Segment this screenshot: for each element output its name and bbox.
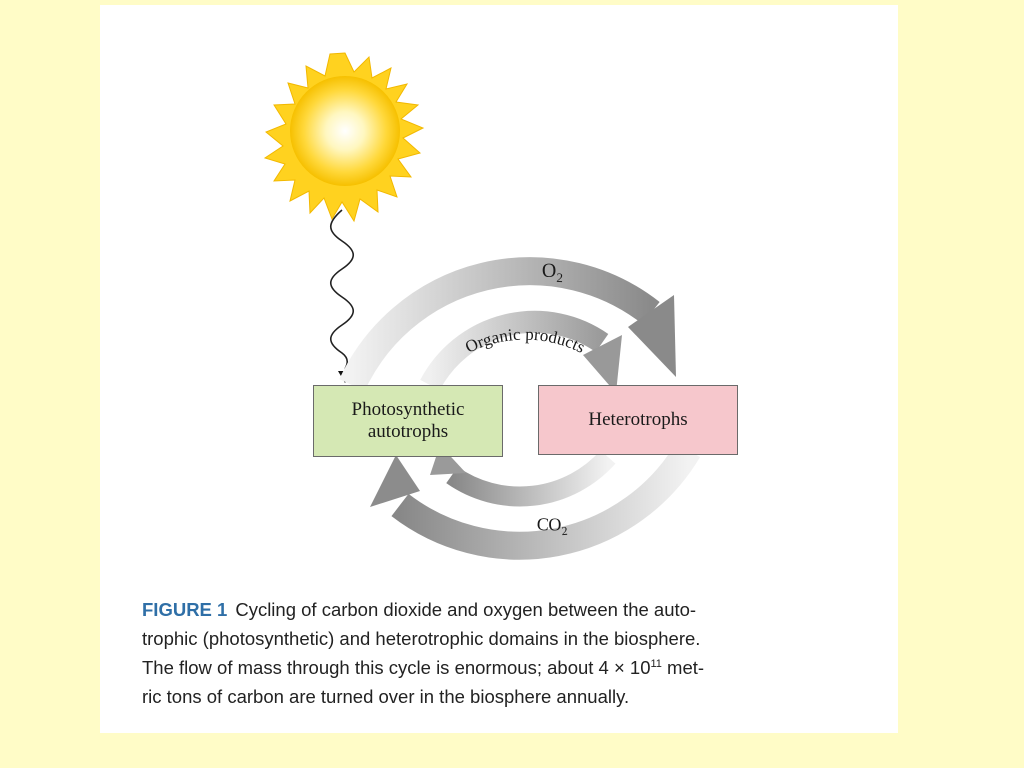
organic-products-flow-arrow: Organic products	[420, 310, 622, 393]
oxygen-flow-arrow: O2	[339, 257, 676, 391]
autotrophs-box: Photosynthetic autotrophs	[313, 385, 503, 457]
cycle-diagram: O2 Organic products CO	[263, 52, 701, 560]
svg-text:CO2: CO2	[536, 514, 568, 538]
autotrophs-label-line1: Photosynthetic	[351, 399, 465, 420]
caption-line-3: The flow of mass through this cycle is e…	[142, 657, 705, 678]
exponent: 11	[650, 658, 662, 670]
carbon-dioxide-flow-arrow: CO2	[370, 442, 701, 560]
caption-line-2: trophic (photosynthetic) and heterotroph…	[142, 628, 701, 649]
wavy-light-arrow-icon	[329, 209, 355, 383]
heterotrophs-box: Heterotrophs	[538, 385, 738, 455]
svg-text:O2: O2	[542, 260, 564, 285]
figure-panel: O2 Organic products CO	[100, 5, 898, 733]
heterotrophs-label: Heterotrophs	[588, 409, 688, 430]
figure-label: FIGURE 1	[142, 599, 228, 620]
caption-line-4: ric tons of carbon are turned over in th…	[142, 686, 630, 707]
sun-icon	[263, 52, 425, 223]
autotrophs-label-line2: autotrophs	[367, 421, 449, 442]
